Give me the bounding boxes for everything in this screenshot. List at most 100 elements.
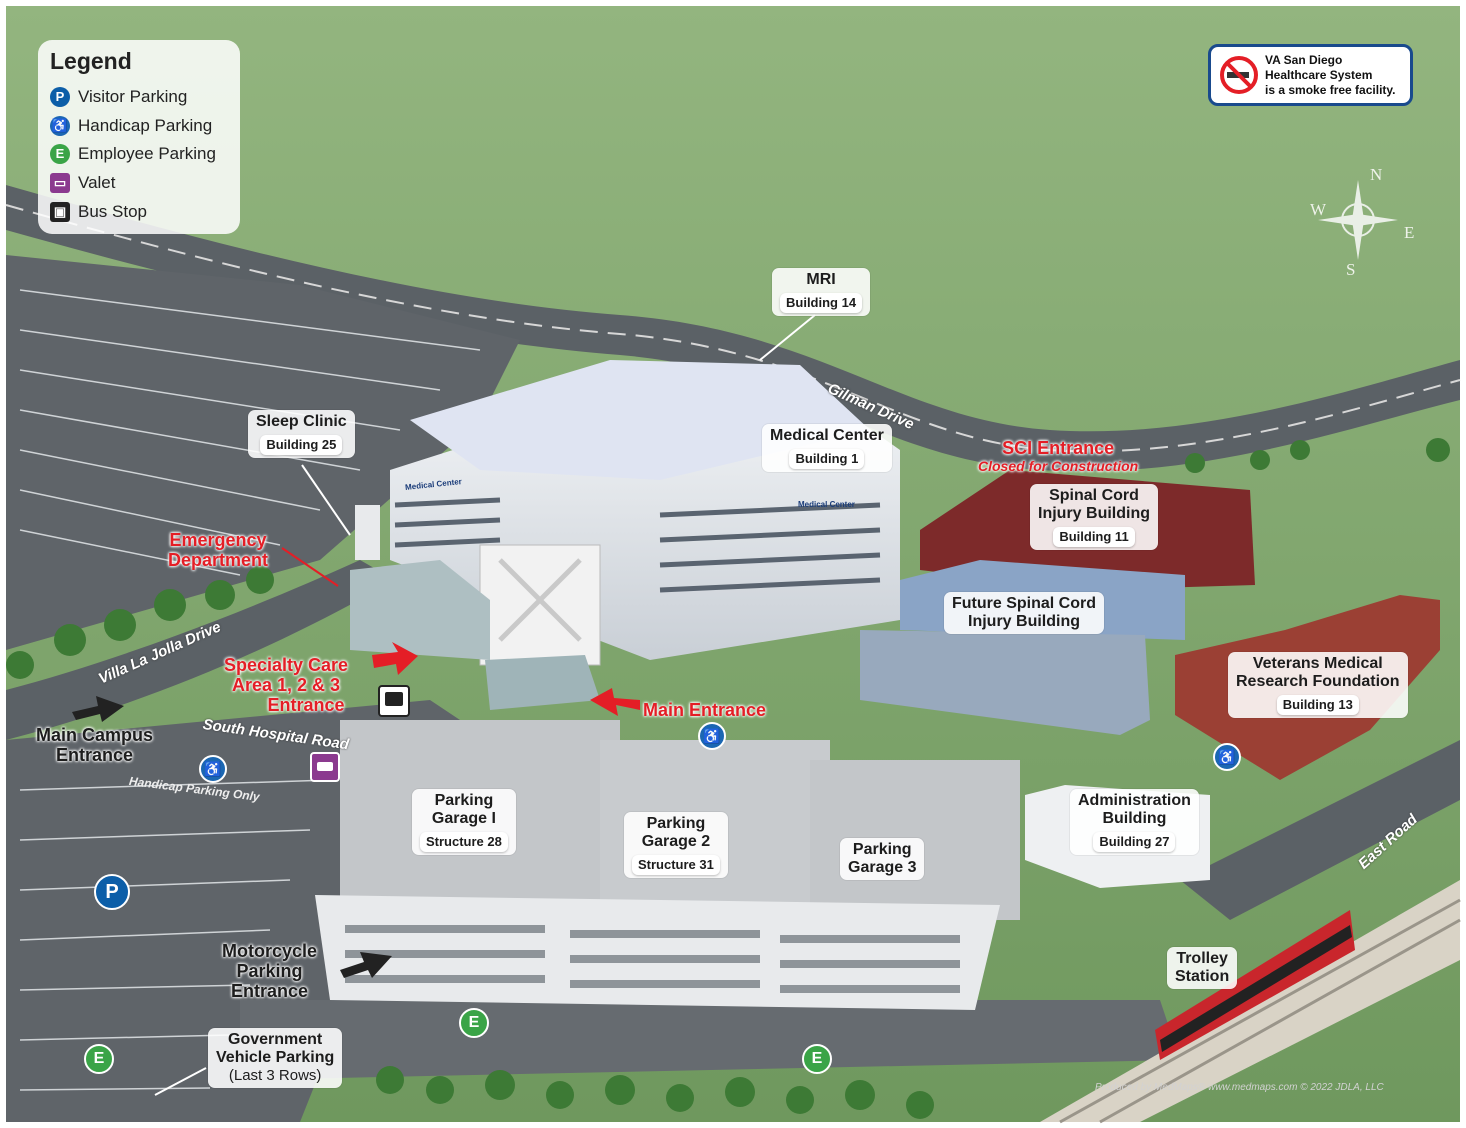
admin-name-2: Building: [1102, 810, 1167, 827]
compass-icon: [1318, 180, 1398, 260]
garage-3-name-1: Parking: [852, 841, 912, 858]
specialty-line-1: Specialty Care: [224, 655, 349, 675]
garage-2-name-2: Garage 2: [641, 833, 711, 850]
government-parking-label[interactable]: Government Vehicle Parking (Last 3 Rows): [208, 1028, 343, 1088]
employee-parking-marker-3[interactable]: E: [802, 1044, 832, 1074]
admin-name-1: Administration: [1078, 792, 1191, 809]
vmrf-number: Building 13: [1276, 695, 1359, 715]
handicap-parking-icon: ♿: [50, 116, 70, 136]
motorcycle-line-1: Motorcycle: [222, 941, 318, 961]
main-campus-line-2: Entrance: [56, 745, 134, 765]
legend-label: Bus Stop: [78, 202, 147, 221]
main-campus-line-1: Main Campus: [36, 725, 154, 745]
legend-item-visitor-parking: P Visitor Parking: [50, 86, 187, 108]
future-spinal-name-1: Future Spinal Cord: [952, 595, 1096, 612]
motorcycle-arrow: [340, 952, 392, 978]
garage-1-name-1: Parking: [434, 792, 494, 809]
main-campus-arrow: [72, 696, 124, 722]
compass-n: N: [1370, 165, 1383, 184]
bus-stop-marker[interactable]: [378, 685, 410, 717]
compass-e: E: [1404, 223, 1415, 242]
garage-2-name-1: Parking: [646, 815, 706, 832]
gov-parking-name-1: Government: [228, 1031, 323, 1048]
motorcycle-entrance-label[interactable]: Motorcycle Parking Entrance: [222, 941, 317, 1001]
vmrf-label[interactable]: Veterans Medical Research Foundation Bui…: [1228, 652, 1408, 718]
gov-parking-pointer: [154, 1067, 207, 1096]
main-entrance-name: Main Entrance: [643, 700, 767, 720]
legend-label: Valet: [78, 173, 116, 192]
future-spinal-name-2: Injury Building: [968, 613, 1080, 630]
admin-building-label[interactable]: Administration Building Building 27: [1070, 789, 1199, 855]
compass-rose: N E S W: [1306, 165, 1418, 279]
tree-line: [6, 438, 1450, 1119]
notice-line-3: is a smoke free facility.: [1265, 83, 1396, 97]
gov-parking-note: (Last 3 Rows): [228, 1067, 322, 1084]
main-entrance-arrow: [590, 688, 640, 716]
specialty-line-3: Entrance: [267, 695, 345, 715]
trolley-station-label[interactable]: Trolley Station: [1167, 947, 1238, 989]
garage-1-name-2: Garage I: [431, 810, 496, 827]
legend-label: Handicap Parking: [78, 116, 213, 135]
vmrf-name-1: Veterans Medical: [1252, 655, 1383, 672]
employee-parking-icon: E: [50, 144, 70, 164]
garage-2-label[interactable]: Parking Garage 2 Structure 31: [624, 812, 728, 878]
emergency-line-2: Department: [168, 550, 269, 570]
sleep-clinic-label[interactable]: Sleep Clinic Building 25: [248, 410, 355, 458]
garage-3-name-2: Garage 3: [848, 859, 917, 876]
trolley-name-2: Station: [1175, 968, 1230, 985]
motorcycle-line-3: Entrance: [231, 981, 309, 1001]
mri-name: MRI: [806, 271, 836, 288]
sci-entrance-label[interactable]: SCI Entrance Closed for Construction: [978, 438, 1138, 474]
spinal-cord-name-1: Spinal Cord: [1049, 487, 1139, 504]
bus-icon: [385, 692, 403, 706]
future-spinal-label[interactable]: Future Spinal Cord Injury Building: [944, 592, 1104, 634]
medical-center-sign-east: Medical Center: [798, 500, 855, 509]
garage-1-label[interactable]: Parking Garage I Structure 28: [412, 789, 516, 855]
sleep-clinic-number: Building 25: [260, 435, 343, 455]
map-credit: Produced by MedMaps® www.medmaps.com © 2…: [1095, 1082, 1384, 1093]
main-entrance-label[interactable]: Main Entrance: [643, 700, 766, 720]
east-road: [1180, 740, 1460, 920]
specialty-care-entrance-label[interactable]: Specialty Care Area 1, 2 & 3 Entrance: [224, 655, 348, 715]
handicap-parking-marker-2[interactable]: ♿: [698, 722, 726, 750]
valet-car-icon: [317, 762, 333, 771]
notice-line-2: Healthcare System: [1265, 68, 1373, 82]
sci-entrance-name: SCI Entrance: [1002, 438, 1115, 458]
villa-la-jolla-road: [6, 560, 395, 740]
main-entrance-canopy: [485, 655, 600, 710]
sleep-clinic-building: [355, 505, 380, 560]
visitor-parking-marker[interactable]: P: [94, 874, 130, 910]
mri-label[interactable]: MRI Building 14: [772, 268, 871, 316]
emergency-pointer-line: [281, 547, 339, 587]
legend-label: Employee Parking: [78, 144, 216, 163]
vmrf-name-2: Research Foundation: [1236, 673, 1400, 690]
sci-entrance-note: Closed for Construction: [978, 458, 1139, 474]
trolley-name-1: Trolley: [1176, 950, 1228, 967]
bus-stop-icon: ▣: [50, 202, 70, 222]
handicap-parking-marker-1[interactable]: ♿: [199, 755, 227, 783]
specialty-care-canopy: [350, 560, 490, 660]
employee-parking-marker-2[interactable]: E: [459, 1008, 489, 1038]
garage-2-number: Structure 31: [632, 855, 720, 875]
employee-parking-marker-1[interactable]: E: [84, 1044, 114, 1074]
garage-3-label[interactable]: Parking Garage 3: [840, 838, 925, 880]
main-campus-entrance-label[interactable]: Main Campus Entrance: [36, 725, 153, 765]
emergency-department-label[interactable]: Emergency Department: [168, 530, 268, 570]
legend-item-employee-parking: E Employee Parking: [50, 143, 216, 165]
handicap-parking-marker-3[interactable]: ♿: [1213, 743, 1241, 771]
legend-item-valet: ▭ Valet: [50, 172, 116, 194]
smoke-free-notice: VA San Diego Healthcare System is a smok…: [1208, 44, 1413, 106]
medical-center-name: Medical Center: [770, 427, 884, 444]
spinal-cord-name-2: Injury Building: [1038, 505, 1150, 522]
no-smoking-icon: [1220, 56, 1258, 94]
valet-marker[interactable]: [310, 752, 340, 782]
garage-1-number: Structure 28: [420, 832, 508, 852]
spinal-cord-label[interactable]: Spinal Cord Injury Building Building 11: [1030, 484, 1158, 550]
medical-center-label[interactable]: Medical Center Building 1: [762, 424, 892, 472]
visitor-parking-icon: P: [50, 87, 70, 107]
mri-number: Building 14: [780, 293, 863, 313]
sleep-clinic-name: Sleep Clinic: [256, 413, 347, 430]
